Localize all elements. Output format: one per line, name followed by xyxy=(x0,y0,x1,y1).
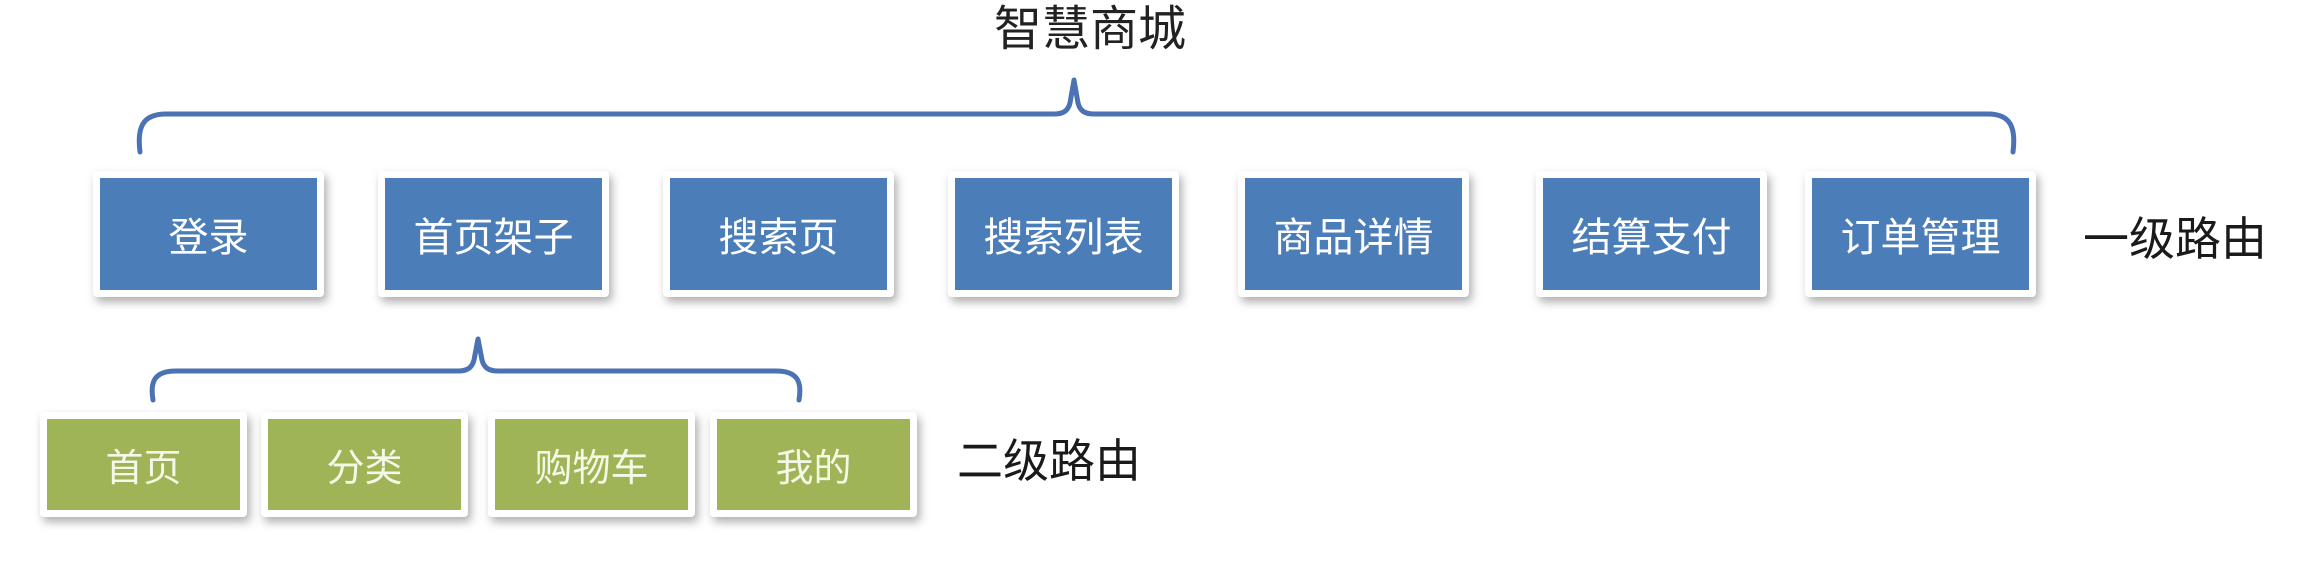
route-box-order-manage: 订单管理 xyxy=(1805,171,2036,297)
route-box-checkout-pay: 结算支付 xyxy=(1536,171,1767,297)
route-box-home-frame: 首页架子 xyxy=(378,171,609,297)
route-box-category: 分类 xyxy=(261,412,468,517)
route-box-mine: 我的 xyxy=(710,412,917,517)
level1-label: 一级路由 xyxy=(2083,213,2267,265)
route-box-search-page: 搜索页 xyxy=(663,171,894,297)
level1-brace xyxy=(136,77,2017,155)
route-box-product-detail: 商品详情 xyxy=(1238,171,1469,297)
level2-brace xyxy=(149,336,803,403)
diagram-title: 智慧商城 xyxy=(993,3,1187,56)
route-box-search-list: 搜索列表 xyxy=(948,171,1179,297)
level2-label: 二级路由 xyxy=(957,435,1141,487)
route-box-home: 首页 xyxy=(40,412,247,517)
route-box-cart: 购物车 xyxy=(488,412,695,517)
route-box-login: 登录 xyxy=(93,171,324,297)
